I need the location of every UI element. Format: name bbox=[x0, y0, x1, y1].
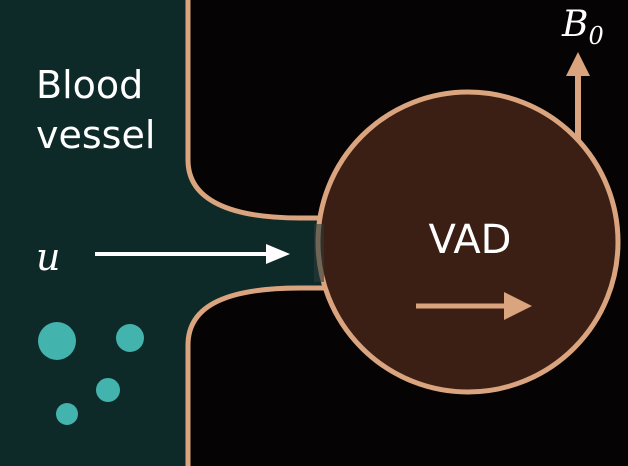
blood-particle bbox=[116, 324, 144, 352]
field-label-base: B bbox=[561, 4, 588, 45]
vad-inlet bbox=[314, 224, 324, 282]
vessel-label-line2: vessel bbox=[36, 113, 155, 157]
blood-particle bbox=[38, 322, 76, 360]
field-arrow-head bbox=[566, 52, 590, 76]
flow-symbol-label: u bbox=[36, 235, 60, 279]
vad-label: VAD bbox=[429, 217, 512, 263]
vad-flow-arrow-head bbox=[504, 292, 532, 320]
vessel-wall-lower bbox=[185, 285, 330, 466]
flow-arrow-head bbox=[266, 244, 290, 264]
vessel-label-line1: Blood bbox=[36, 63, 143, 107]
blood-vessel-fluid bbox=[0, 0, 330, 466]
blood-particle bbox=[96, 378, 120, 402]
blood-particle bbox=[56, 403, 78, 425]
field-label-sub: 0 bbox=[588, 22, 603, 50]
field-label: B0 bbox=[561, 4, 604, 50]
vessel-wall-upper bbox=[185, 0, 330, 221]
